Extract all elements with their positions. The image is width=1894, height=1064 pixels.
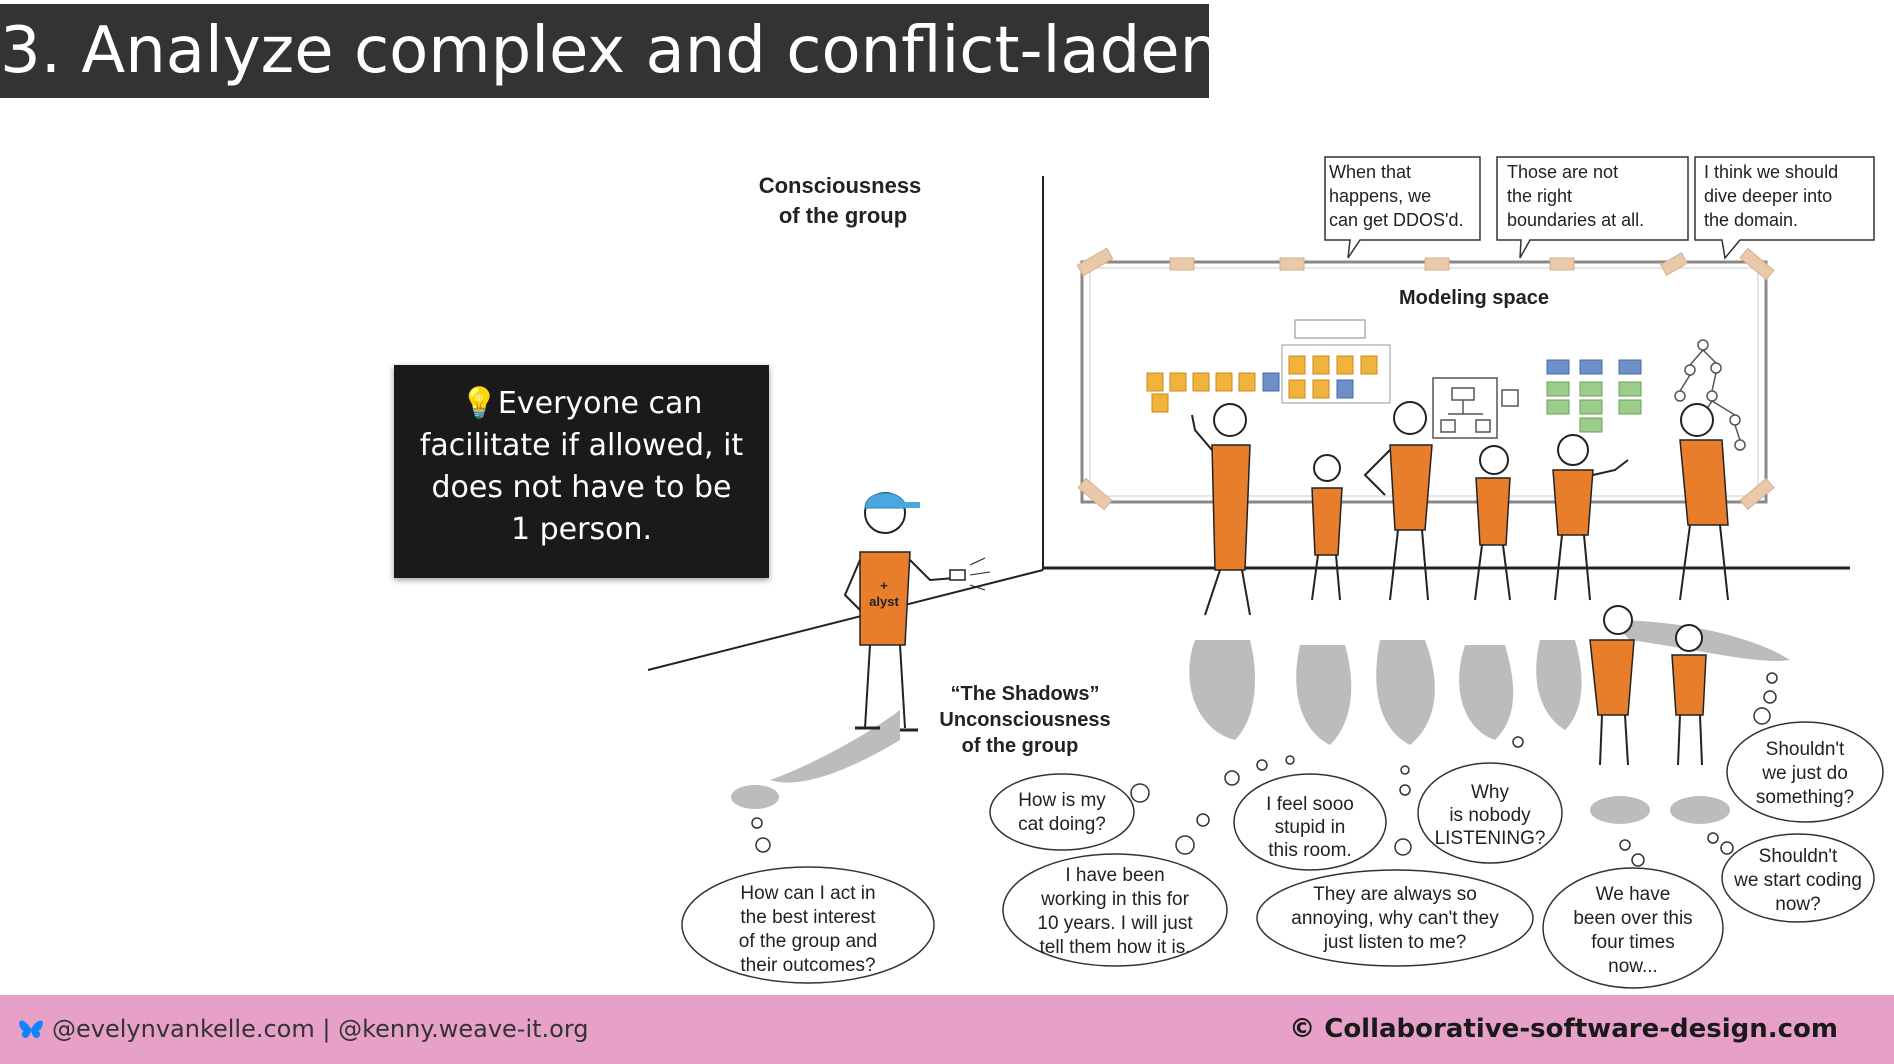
bubble-line: the best interest [740,907,876,928]
speech-bubble-2: Those are not the right boundaries at al… [1496,156,1689,259]
bubble-line: stupid in [1275,817,1346,838]
bubble-line: I feel sooo [1266,794,1354,815]
thought-bubble-5: They are always so annoying, why can't t… [1256,838,1534,967]
bubble-line: Shouldn't [1766,739,1845,760]
bubble-line: been over this [1573,908,1692,929]
bubble-line: is nobody [1449,805,1531,826]
orange-sticky-notes [1146,355,1378,413]
thought-bubble-8: Shouldn't we just do something? [1726,672,1884,823]
bubble-line: happens, we [1329,186,1431,206]
blue-cap [864,492,907,509]
flashlight-icon [949,569,966,581]
bubble-line: LISTENING? [1435,828,1546,849]
participant [1679,403,1729,601]
speech-bubble-3: I think we should dive deeper into the d… [1694,156,1875,260]
bubble-line: now? [1775,894,1820,915]
flow-diagram-sketch [1432,377,1519,439]
participant [1671,624,1707,766]
thought-bubble-1: How can I act in the best interest of th… [681,817,935,984]
tape-strips [1076,247,1775,511]
bubble-line: Why [1471,782,1510,803]
bubble-line: their outcomes? [740,955,875,976]
green-sticky-notes [1546,381,1642,433]
bubble-line: I think we should [1704,162,1838,182]
facilitator-shirt [859,551,911,646]
thought-bubble-6: Why is nobody LISTENING? [1399,736,1563,864]
thought-bubble-4: I feel sooo stupid in this room. [1224,755,1387,871]
lightbulb-icon: 💡 [460,386,498,421]
bubble-line: something? [1756,787,1854,808]
thought-bubble-9: Shouldn't we start coding now? [1707,832,1875,923]
bubble-line: we just do [1761,763,1848,784]
shadows-label-line1: “The Shadows” [951,683,1100,705]
bubble-line: Shouldn't [1759,846,1838,867]
bubble-line: just listen to me? [1323,932,1467,953]
group-dynamics-illustration: Consciousness of the group Modeling spac… [647,156,1884,989]
thought-bubble-7: We have been over this four times now... [1542,839,1724,989]
bubble-line: now... [1608,956,1658,977]
bubble-line: dive deeper into [1704,186,1832,206]
bubble-line: We have [1596,884,1671,905]
footer-bar: @evelynvankelle.com | @kenny.weave-it.or… [0,995,1894,1064]
bubble-line: working in this for [1040,889,1190,910]
shirt-text: alyst [869,594,899,609]
butterfly-icon [19,1020,43,1039]
board-heading-card [1294,319,1366,339]
consciousness-label-line1: Consciousness [759,173,922,198]
participant [1363,401,1433,601]
floor-shadows [731,620,1790,824]
thought-bubble-3: I have been working in this for 10 years… [1002,813,1228,967]
bubble-line: I have been [1065,865,1164,886]
footer-copyright: © Collaborative-software-design.com [1289,1014,1838,1044]
shadows-label-line3: of the group [962,735,1079,757]
thought-bubble-2: How is my cat doing? [989,773,1150,851]
bubble-line: the domain. [1704,210,1798,230]
bubble-line: 10 years. I will just [1037,913,1193,934]
bubble-line: cat doing? [1018,814,1106,835]
shirt-text: + [880,578,888,593]
participant [1589,605,1635,766]
modeling-space-label: Modeling space [1399,287,1549,309]
sticky-group-frame [1281,344,1391,404]
speech-bubble-1: When that happens, we can get DDOS'd. [1324,156,1481,259]
bubble-line: How can I act in [740,883,875,904]
footer-handles: @evelynvankelle.com | @kenny.weave-it.or… [18,995,589,1064]
bubble-line: of the group and [739,931,877,952]
footer-handles-text: @evelynvankelle.com | @kenny.weave-it.or… [52,1015,589,1043]
bubble-line: Those are not [1507,162,1618,182]
tip-text: Everyone can facilitate if allowed, it d… [419,386,744,547]
participant-figures [1191,401,1729,766]
bubble-line: the right [1507,186,1572,206]
bubble-line: can get DDOS'd. [1329,210,1464,230]
consciousness-label-line2: of the group [779,203,907,228]
bubble-line: When that [1329,162,1411,182]
bubble-line: boundaries at all. [1507,210,1644,230]
bubble-line: we start coding [1733,870,1862,891]
bubble-line: tell them how it is. [1040,937,1191,958]
bubble-line: four times [1591,932,1674,953]
bubble-line: annoying, why can't they [1291,908,1499,929]
shadows-label-line2: Unconsciousness [939,709,1110,731]
tip-box: 💡Everyone can facilitate if allowed, it … [394,365,769,578]
facilitator-figure: + alyst [843,492,991,732]
participant [1474,445,1511,601]
bubble-line: They are always so [1313,884,1477,905]
slide-title: 3. Analyze complex and conflict-laden ..… [0,4,1209,98]
bubble-line: this room. [1268,840,1351,861]
bubble-line: How is my [1018,790,1106,811]
blue-sticky-notes [1262,359,1642,399]
floor-edge-line [647,569,1044,671]
participant [1311,454,1343,601]
participant [1191,403,1251,616]
participant [1552,434,1629,601]
